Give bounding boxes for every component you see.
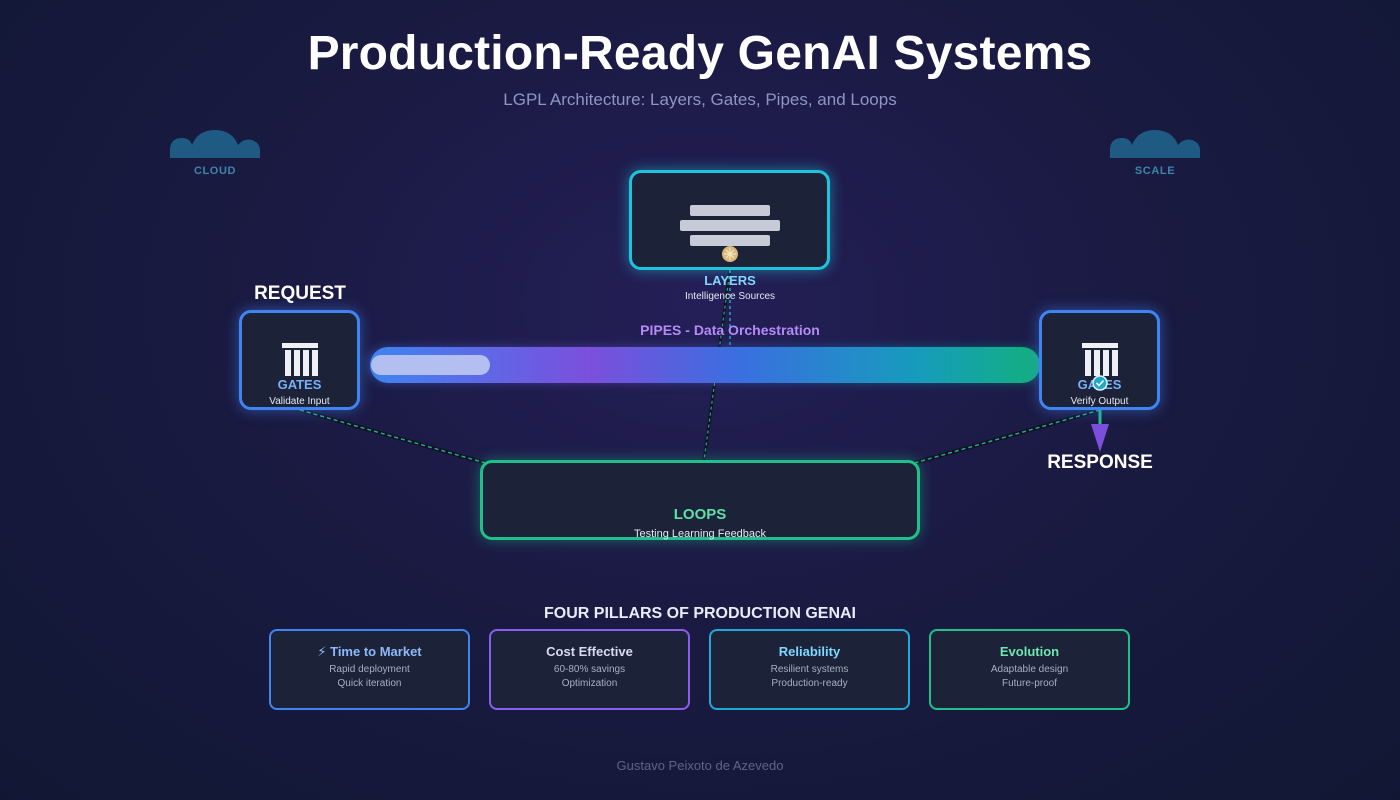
layers-stack-icon <box>680 205 780 262</box>
pipes-bar <box>370 347 1040 383</box>
pillar-line: Optimization <box>561 678 618 689</box>
pillar-card-time-to-market: ⚡ Time to Market Rapid deployment Quick … <box>269 629 470 710</box>
gates-input-node <box>239 310 360 410</box>
layers-node <box>629 170 830 270</box>
gates-input-subtitle: Validate Input <box>269 396 330 407</box>
page-title: Production-Ready GenAI Systems <box>307 27 1093 80</box>
gate-pillars-icon <box>282 343 318 376</box>
pillar-card-evolution: Evolution Adaptable design Future-proof <box>929 629 1130 710</box>
pillar-line: Adaptable design <box>990 664 1069 675</box>
pillar-line: Rapid deployment <box>329 664 410 675</box>
response-arrow-icon <box>1091 410 1109 452</box>
cloud-left-label: CLOUD <box>193 165 237 177</box>
gate-pillars-icon <box>1082 343 1118 376</box>
loops-node <box>480 460 920 540</box>
gates-output-subtitle: Verify Output <box>1070 396 1129 407</box>
page-subtitle: LGPL Architecture: Layers, Gates, Pipes,… <box>503 90 897 109</box>
cloud-right-icon <box>1110 130 1200 158</box>
pillar-line: Resilient systems <box>770 664 849 675</box>
request-label: REQUEST <box>254 283 346 304</box>
cloud-right-label: SCALE <box>1134 165 1176 177</box>
pillars-heading: FOUR PILLARS OF PRODUCTION GENAI <box>544 605 856 622</box>
pillar-title: Evolution <box>999 644 1060 659</box>
pipes-label: PIPES - Data Orchestration <box>640 322 820 338</box>
loops-title: LOOPS <box>673 506 727 523</box>
pillar-line: 60-80% savings <box>553 664 626 675</box>
author-credit: Gustavo Peixoto de Azevedo <box>616 758 784 773</box>
gates-output-node <box>1039 310 1160 410</box>
pillar-title: Reliability <box>778 644 841 659</box>
pillar-card-reliability: Reliability Resilient systems Production… <box>709 629 910 710</box>
pillar-title: ⚡ Time to Market <box>317 644 422 659</box>
pillar-line: Production-ready <box>771 678 848 689</box>
pillar-title: Cost Effective <box>546 644 633 659</box>
loops-subtitle: Testing Learning Feedback <box>633 528 767 540</box>
pillar-line: Quick iteration <box>337 678 402 689</box>
response-label: RESPONSE <box>1047 452 1153 473</box>
check-circle-icon <box>1092 375 1108 391</box>
cloud-left-icon <box>170 130 260 158</box>
layers-title: LAYERS <box>704 273 756 288</box>
pipe-progress-pill <box>371 355 490 375</box>
pillar-line: Future-proof <box>1001 678 1058 689</box>
pillar-card-cost-effective: Cost Effective 60-80% savings Optimizati… <box>489 629 690 710</box>
layers-subtitle: Intelligence Sources <box>684 291 776 302</box>
gates-input-title: GATES <box>277 377 322 392</box>
